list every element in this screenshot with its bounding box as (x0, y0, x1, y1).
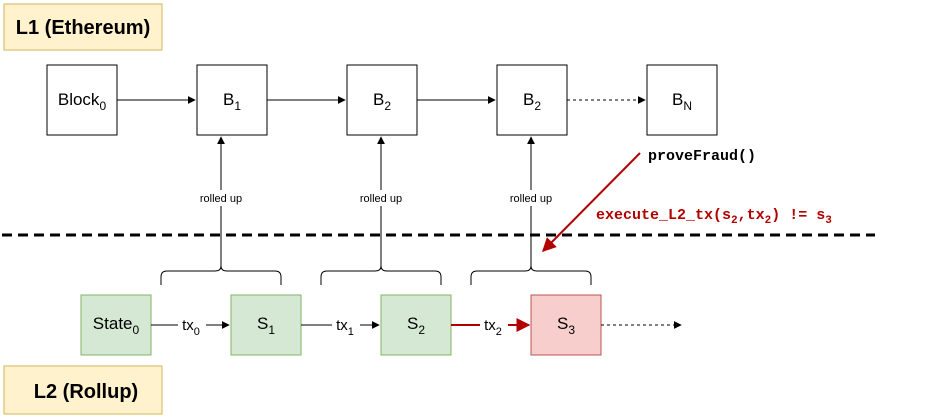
l2-layer-label: L2 (Rollup) (3, 365, 163, 415)
l2-state-0: State0 (80, 294, 152, 356)
l1-block-3-label: B2 (523, 90, 541, 113)
l1-block-0: Block0 (46, 64, 118, 136)
fraud-proof-arrow (542, 152, 641, 252)
l1-block-2: B2 (346, 64, 418, 136)
l2-state-2: S2 (380, 294, 452, 356)
rolled-up-label-3: rolled up (510, 193, 552, 205)
l2-state-1-label: S1 (257, 314, 275, 337)
tx-label-1: tx1 (336, 317, 354, 338)
rolled-up-label-1: rolled up (200, 193, 242, 205)
l2-layer-text: L2 (Rollup) (34, 381, 138, 403)
l2-state-1: S1 (230, 294, 302, 356)
l2-state-3-label: S3 (557, 314, 575, 337)
rolled-up-connector-3: rolled up (503, 136, 559, 268)
tx-label-0: tx0 (182, 317, 200, 338)
l2-transition-2-fraudulent: tx2 (451, 315, 531, 338)
l1-block-1-label: B1 (223, 90, 241, 113)
l1-block-n-label: BN (672, 90, 692, 113)
l1-block-n: BN (646, 64, 718, 136)
rolled-up-connector-2: rolled up (353, 136, 409, 268)
l1-block-0-label: Block0 (58, 90, 107, 113)
brace-group-3 (470, 265, 592, 285)
rolled-up-connector-1: rolled up (193, 136, 249, 268)
l2-transition-1: tx1 (301, 315, 380, 338)
prove-fraud-call: proveFraud() (648, 148, 756, 165)
l1-block-3: B2 (496, 64, 568, 136)
l2-state-0-label: State0 (93, 314, 140, 337)
l2-state-3-fraudulent: S3 (530, 294, 602, 356)
l2-transition-0: tx0 (151, 315, 230, 338)
tx-label-2: tx2 (484, 317, 502, 338)
brace-group-2 (320, 265, 442, 285)
fraud-condition-expression: execute_L2_tx(s2,tx2) != s3 (596, 207, 832, 227)
rolled-up-label-2: rolled up (360, 193, 402, 205)
l1-layer-text: L1 (Ethereum) (16, 17, 150, 39)
l2-state-2-label: S2 (407, 314, 425, 337)
l1-layer-label: L1 (Ethereum) (3, 3, 163, 51)
l1-block-2-label: B2 (373, 90, 391, 113)
l1-block-1: B1 (196, 64, 268, 136)
brace-group-1 (160, 265, 282, 285)
